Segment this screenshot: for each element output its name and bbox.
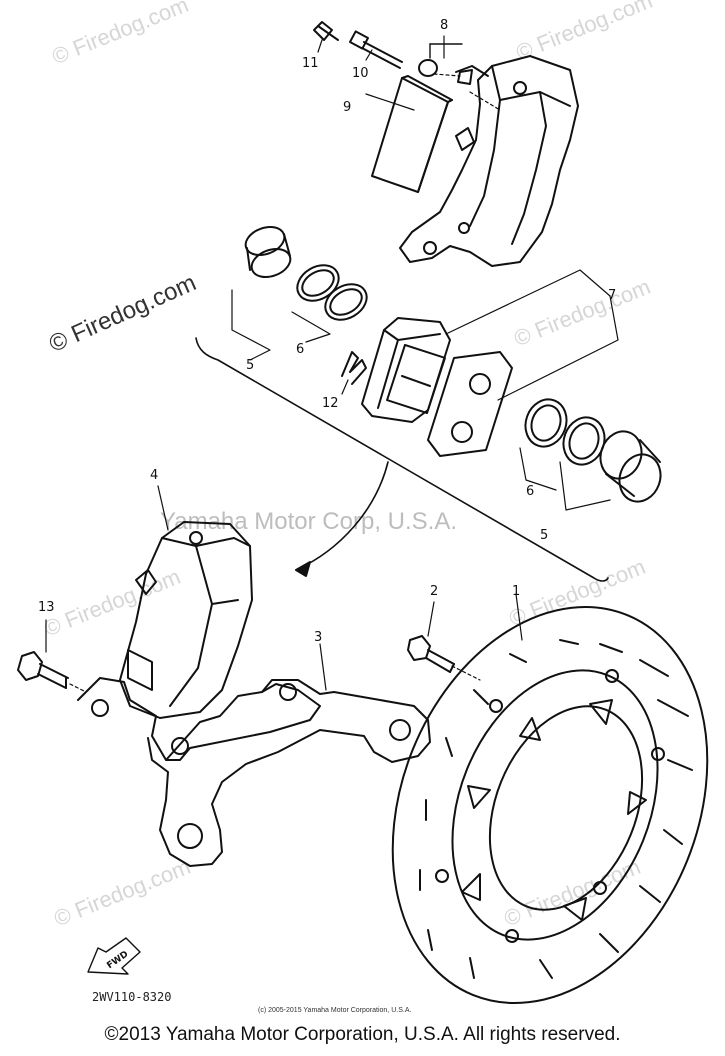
callout-4: 4 [150, 468, 159, 483]
part-6-seals-left [296, 264, 368, 321]
part-2-bolt [407, 635, 455, 673]
callout-5: 5 [246, 358, 255, 373]
part-8-cap [418, 59, 438, 77]
part-5-piston-left [244, 225, 292, 279]
callout-7: 7 [608, 288, 617, 303]
small-copyright: (c) 2005-2015 Yamaha Motor Corporation, … [258, 1007, 412, 1014]
callout-10: 10 [352, 66, 369, 81]
part-4-caliper [119, 521, 253, 719]
part-13-bolt [17, 651, 69, 689]
fwd-arrow [87, 937, 141, 975]
part-3-bracket [77, 677, 431, 867]
callout-6: 6 [296, 342, 305, 357]
part-10-pin [349, 30, 403, 69]
callout-5: 5 [540, 528, 549, 543]
callout-3: 3 [314, 630, 323, 645]
brake-pad [361, 317, 451, 423]
callout-8: 8 [440, 18, 449, 33]
part-11-clip [313, 21, 339, 41]
callout-12: 12 [322, 396, 339, 411]
callout-9: 9 [343, 100, 352, 115]
watermark-yamaha: Yamaha Motor Corp, U.S.A. [160, 508, 457, 535]
footer-copyright: ©2013 Yamaha Motor Corporation, U.S.A. A… [104, 1024, 621, 1045]
figure-code: 2WV110-8320 [92, 990, 172, 1004]
pad-shim [427, 351, 513, 457]
fwd-label: FWD [105, 949, 130, 971]
callout-1: 1 [512, 584, 521, 599]
part-5-piston-right [599, 430, 662, 503]
part-1-disc [391, 606, 709, 1004]
callout-13: 13 [38, 600, 55, 615]
part-6-seals-right [524, 398, 606, 466]
part-9-plate [371, 75, 453, 193]
upper-caliper [399, 55, 579, 267]
part-12-spring [341, 351, 367, 385]
callout-2: 2 [430, 584, 439, 599]
callout-11: 11 [302, 56, 319, 71]
callout-6: 6 [526, 484, 535, 499]
